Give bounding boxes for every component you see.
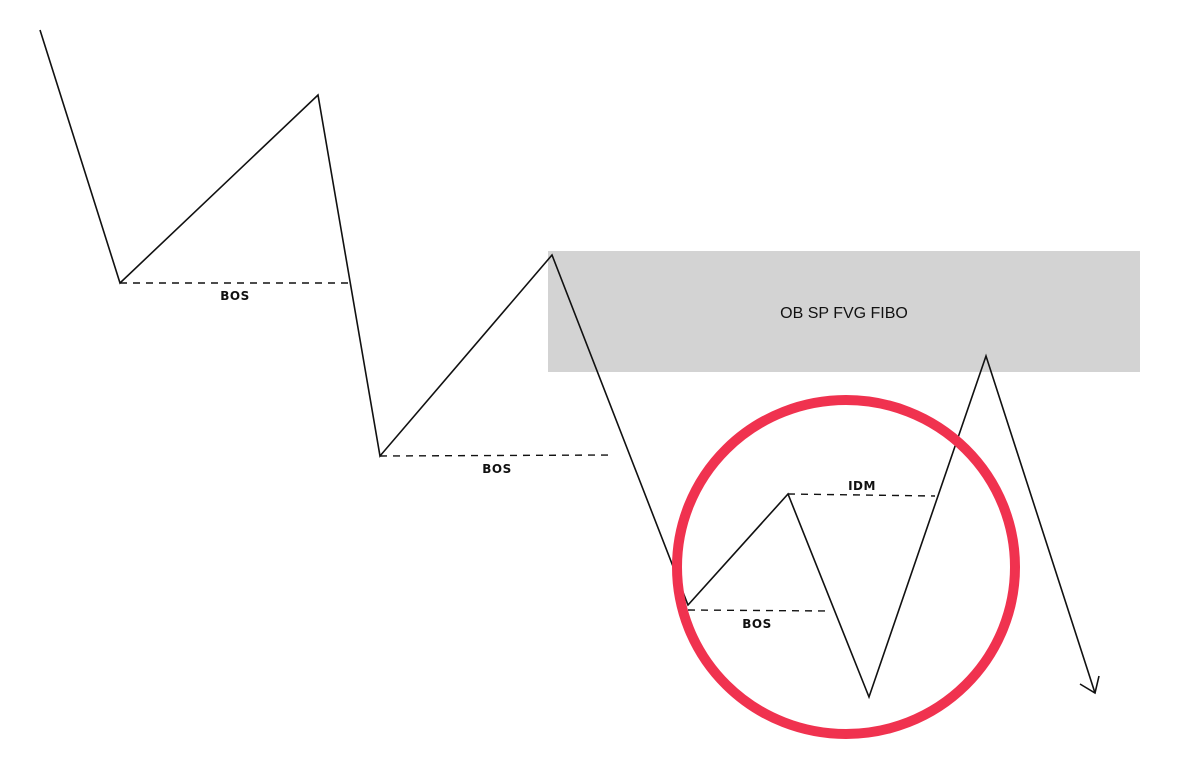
price-path	[39, 29, 1096, 700]
bos-line-3	[687, 609, 831, 612]
bos-line-2	[379, 454, 613, 457]
highlight-circle	[672, 395, 1020, 739]
bos-label-3: BOS	[742, 617, 772, 631]
poi-zone-label: OB SP FVG FIBO	[780, 305, 908, 322]
poi-zone	[548, 251, 1140, 372]
bos-label-1: BOS	[220, 289, 250, 303]
arrow-head	[1079, 675, 1100, 695]
idm-line	[787, 493, 936, 497]
idm-label: IDM	[848, 479, 876, 493]
bos-label-2: BOS	[482, 462, 512, 476]
